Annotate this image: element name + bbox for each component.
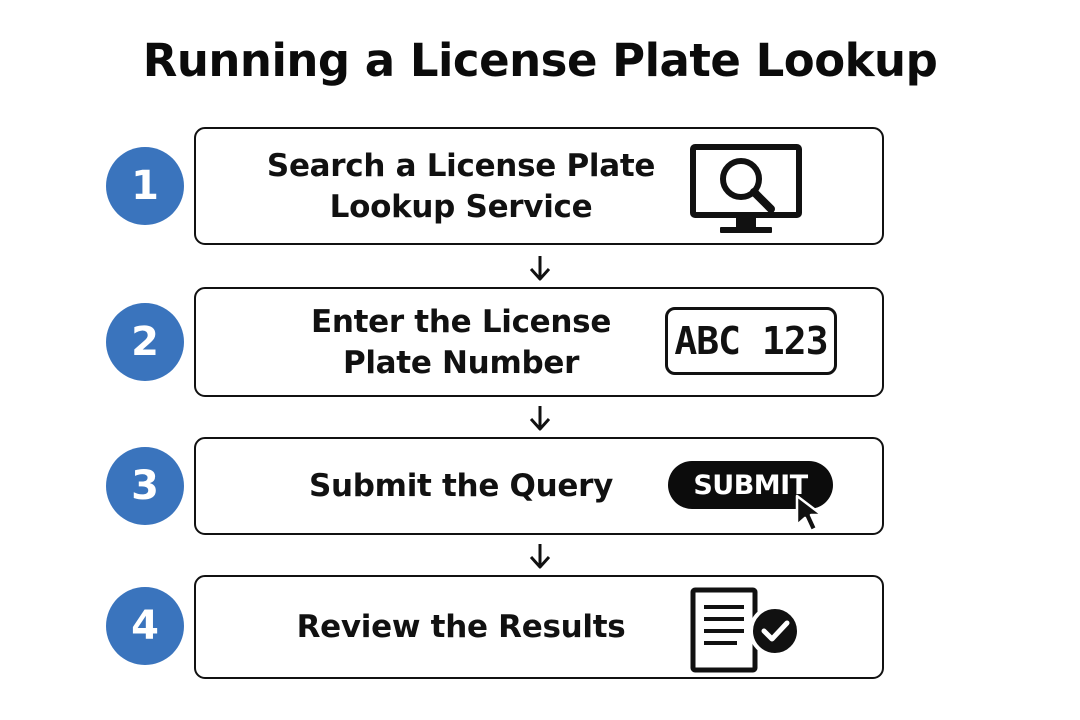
arrow-down-icon bbox=[529, 544, 551, 569]
step-1-number-badge: 1 bbox=[106, 147, 184, 225]
step-1-box: Search a License Plate Lookup Service bbox=[194, 127, 884, 245]
arrow-down-icon bbox=[529, 256, 551, 281]
step-4-label-line-1: Review the Results bbox=[296, 609, 626, 645]
license-plate-icon: ABC 123 bbox=[665, 307, 837, 375]
mouse-cursor-icon bbox=[795, 494, 824, 533]
step-1-label-line-1: Search a License Plate bbox=[266, 148, 656, 184]
diagram-title: Running a License Plate Lookup bbox=[142, 34, 938, 87]
arrow-down-icon bbox=[529, 406, 551, 431]
step-2-label: Enter the License Plate Number bbox=[196, 302, 726, 384]
step-3-label: Submit the Query bbox=[196, 466, 726, 507]
step-2-box: Enter the License Plate Number ABC 123 bbox=[194, 287, 884, 397]
step-3-number-badge: 3 bbox=[106, 447, 184, 525]
monitor-search-icon bbox=[690, 144, 802, 233]
step-4-box: Review the Results bbox=[194, 575, 884, 679]
step-4-number-badge: 4 bbox=[106, 587, 184, 665]
step-1-label-line-2: Lookup Service bbox=[329, 189, 593, 225]
step-2-label-line-2: Plate Number bbox=[342, 345, 580, 381]
step-3-label-line-1: Submit the Query bbox=[309, 468, 613, 504]
step-2-number-badge: 2 bbox=[106, 303, 184, 381]
step-3-box: Submit the Query SUBMIT bbox=[194, 437, 884, 535]
document-check-icon bbox=[690, 587, 801, 673]
step-4-label: Review the Results bbox=[196, 607, 726, 648]
step-1-label: Search a License Plate Lookup Service bbox=[196, 146, 726, 228]
step-2-label-line-1: Enter the License bbox=[310, 304, 612, 340]
